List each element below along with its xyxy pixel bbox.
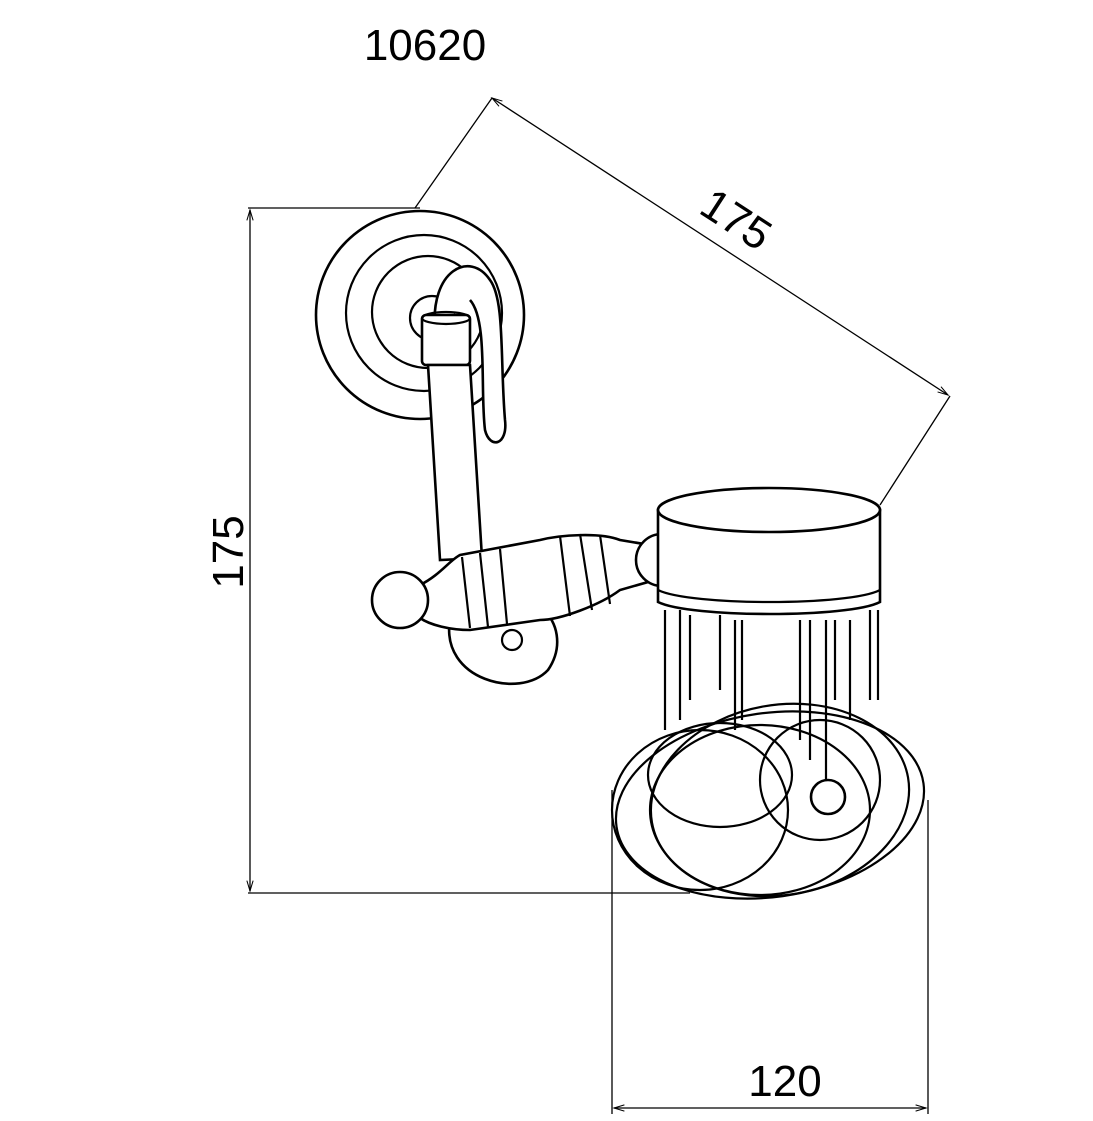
horizontal-arm (370, 532, 690, 632)
end-knob (370, 570, 430, 630)
model-number-label: 10620 (364, 21, 486, 70)
basket (610, 610, 926, 900)
extension-line-diag-start (414, 97, 493, 209)
dimension-lines (246, 97, 951, 1114)
basket-ball (809, 778, 847, 816)
diagonal-dimension-line (490, 97, 950, 396)
diagonal-dimension-label: 175 (692, 179, 780, 260)
width-dimension-label: 120 (748, 1057, 821, 1106)
height-dimension-label: 175 (204, 515, 253, 588)
extension-line-diag-end (879, 395, 951, 506)
cup-ring (656, 486, 882, 616)
